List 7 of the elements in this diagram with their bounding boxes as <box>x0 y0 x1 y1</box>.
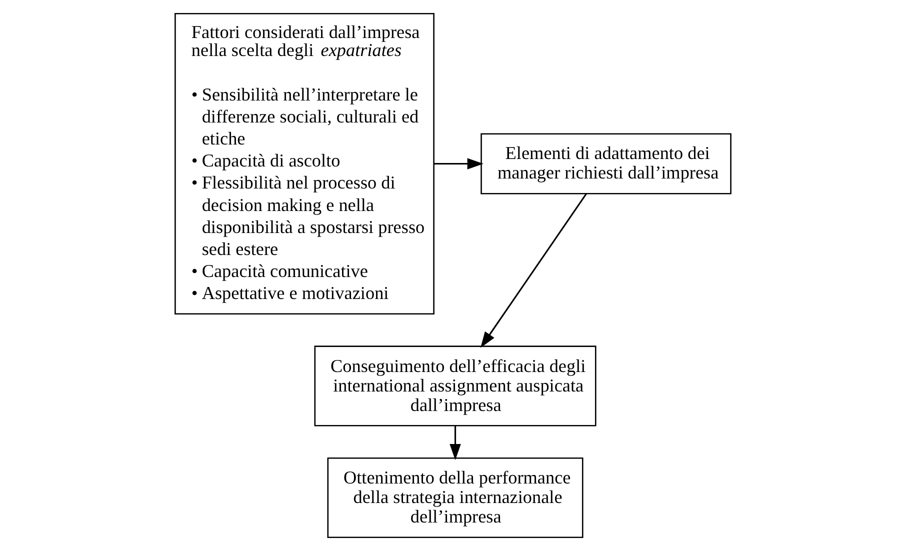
arrow <box>480 193 587 348</box>
node-box: Elementi di adattamento dei manager richiesti dall’impresa <box>480 133 732 194</box>
arrow <box>434 158 484 170</box>
node-box: Ottenimento della performance della strategia internazionale dell’impresa <box>327 457 584 538</box>
arrow <box>450 426 461 460</box>
node-box: Fattori considerati dall’impresa nella scelta degli expatriates • Sensibilità nell’interpretare le differenze sociali, culturali ed etiche • Capacità di ascolto • Flessibilità nel processo di decision making e nella disponibilità a spostarsi presso sedi estere • Capacità comunicative • Aspettative e motivazioni <box>174 12 434 314</box>
node-box: Conseguimento dell’efficacia degli international assignment auspicata dall’impresa <box>314 346 596 426</box>
